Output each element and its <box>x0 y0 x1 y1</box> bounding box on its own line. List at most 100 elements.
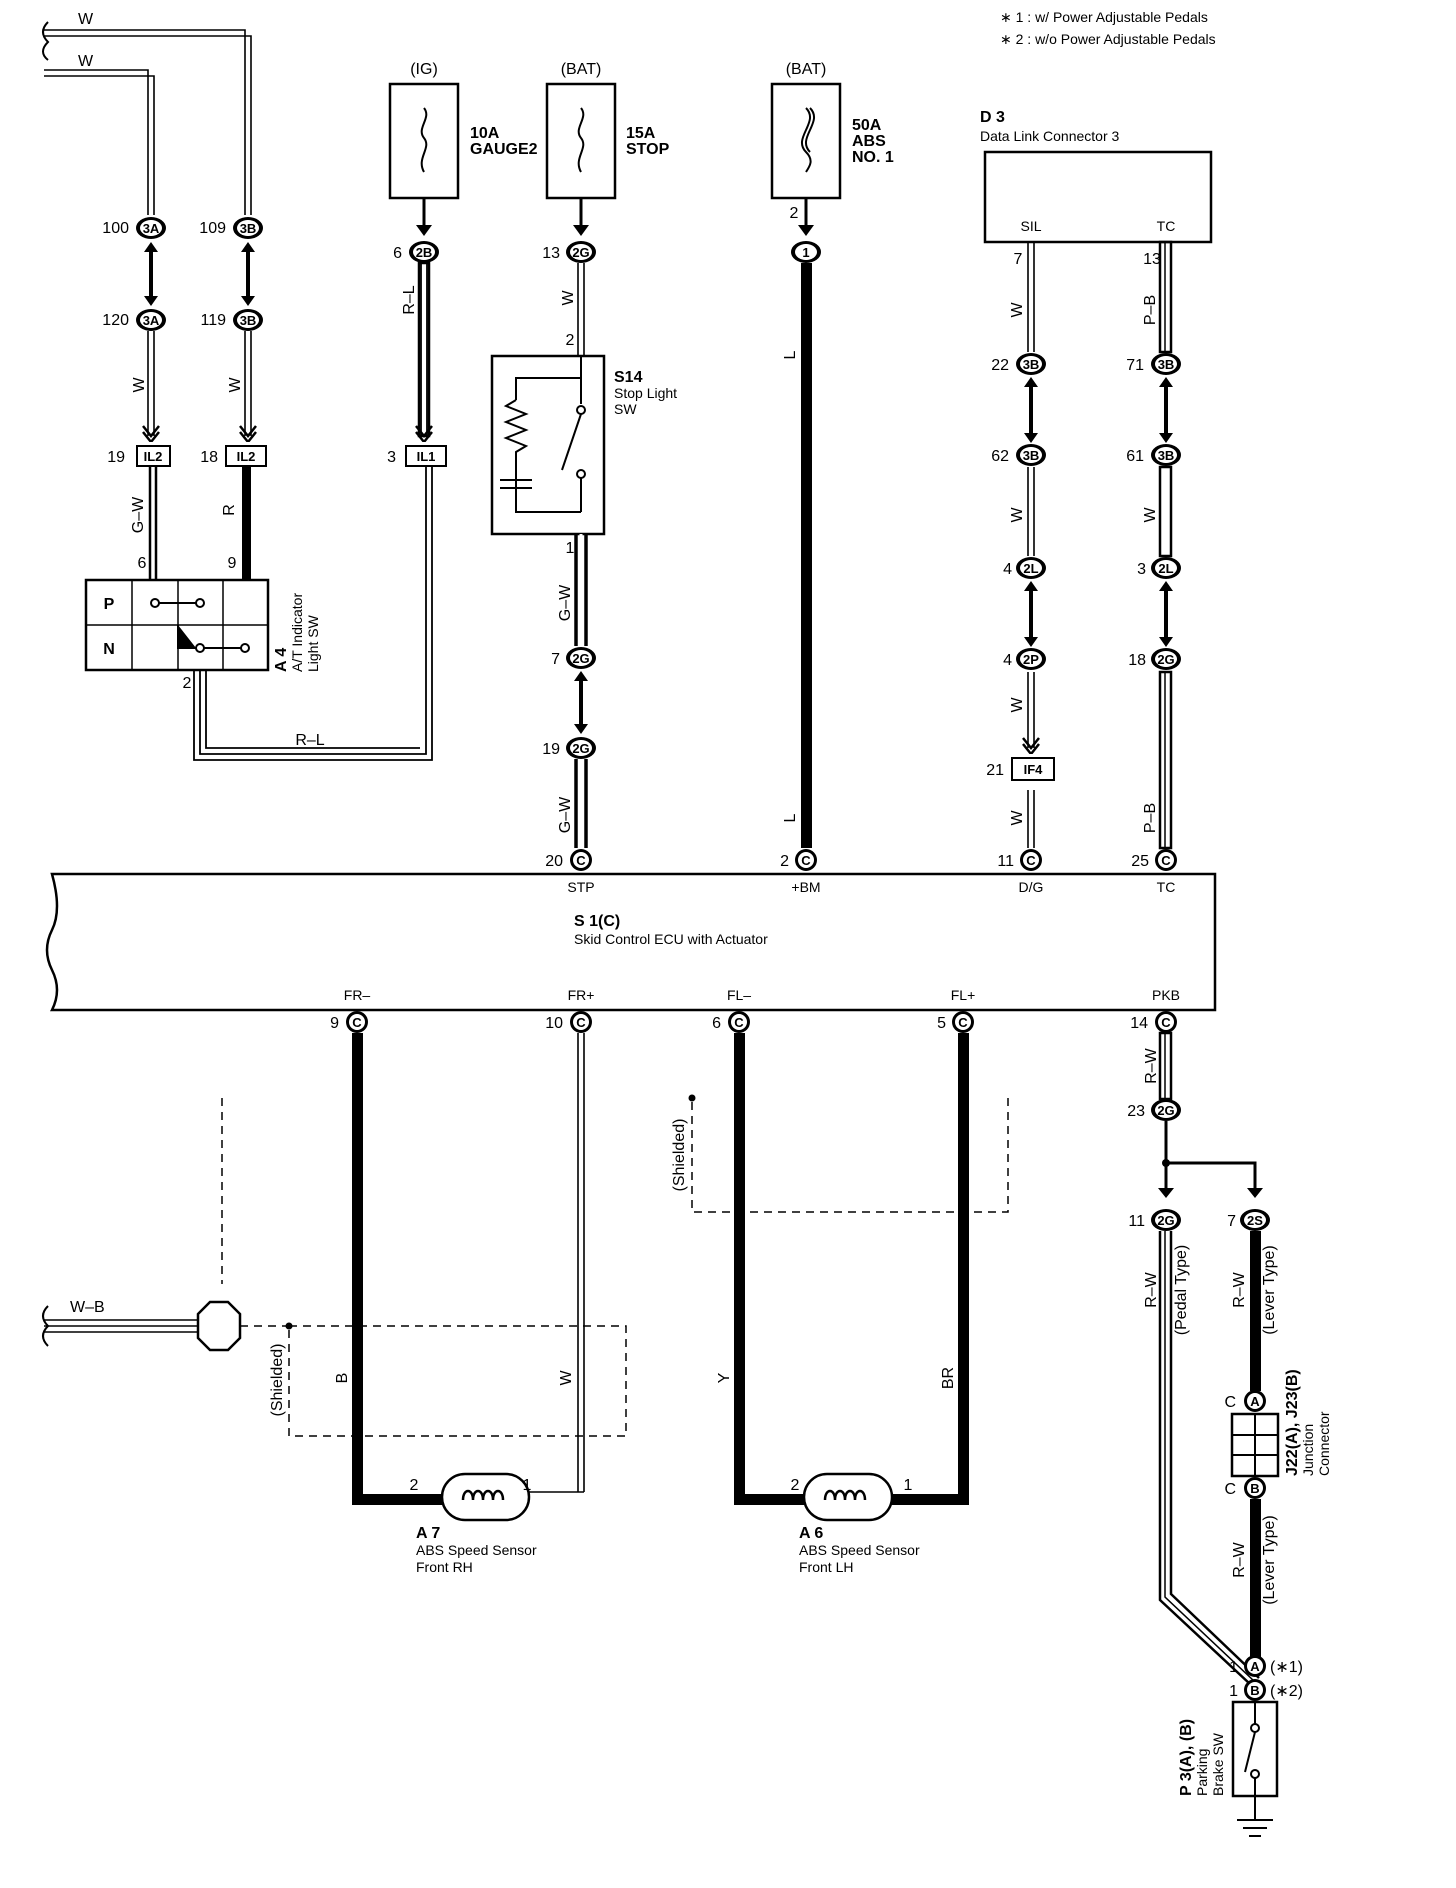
wire-sil <box>1027 242 1035 848</box>
connector-3b-upper: 3B <box>233 217 263 239</box>
pin-109: 109 <box>199 220 226 237</box>
wire-br-end <box>892 1494 969 1505</box>
ecu-term-bm: +BM <box>791 879 820 895</box>
junction-arrows-2g <box>574 671 588 734</box>
jc-name2: Connector <box>1316 1411 1332 1476</box>
connector-2g-23: 2G <box>1151 1099 1181 1121</box>
pin-11b: 11 <box>1128 1213 1145 1230</box>
fuse-rating-50a: 50A <box>852 117 882 134</box>
wire-label-l1: L <box>782 350 799 359</box>
at-indicator-switch <box>84 578 270 672</box>
wire-br <box>958 1033 969 1505</box>
wire-label-wb: W–B <box>70 1299 105 1316</box>
fuse-name-abs: ABS <box>852 133 886 150</box>
fuse-rating-15a: 15A <box>626 125 656 142</box>
connector-2g-19: 2G <box>566 737 596 759</box>
stop-switch-code: S14 <box>614 369 643 386</box>
sensor-lh-name2: Front LH <box>799 1559 853 1575</box>
stop-light-switch <box>490 354 606 536</box>
wire-r-w-lever <box>1250 1231 1261 1391</box>
connector-2g-11: 2G <box>1151 1209 1181 1231</box>
terminal-label: C <box>1161 853 1171 868</box>
pb-name: Parking <box>1194 1749 1210 1796</box>
fuse-source-bat: (BAT) <box>561 61 602 78</box>
pin-6: 6 <box>138 555 147 572</box>
ecu-terminal-fr-minus: C <box>346 1011 368 1033</box>
jc-pin-c1: C <box>1224 1394 1236 1411</box>
ecu-code: S 1(C) <box>574 913 620 930</box>
dlc-pin-sil: SIL <box>1020 218 1041 234</box>
connector-label: IF4 <box>1024 762 1044 777</box>
dlc-code: D 3 <box>980 109 1005 126</box>
connector-if4 <box>1011 757 1055 781</box>
fuse-source-ig: (IG) <box>410 61 438 78</box>
pb-terminal-b: B <box>1244 1679 1266 1701</box>
connector-3a-lower: 3A <box>136 309 166 331</box>
wire-l <box>801 263 812 848</box>
wire-stubs <box>147 331 252 340</box>
ecu-terminal-dg: C <box>1020 849 1042 871</box>
parking-brake-switch <box>1231 1700 1279 1837</box>
pin-1: 1 <box>566 540 575 557</box>
pin-9: 9 <box>228 555 237 572</box>
terminal-label: C <box>958 1015 968 1030</box>
wire-label-pb2: P–B <box>1142 803 1159 833</box>
down-arrow <box>1021 736 1041 754</box>
lever-type-label2: (Lever Type) <box>1261 1515 1278 1605</box>
fuse-abs-no1 <box>770 82 842 200</box>
wire-label-b: B <box>334 1373 351 1384</box>
jc-code: J22(A), J23(B) <box>1284 1369 1301 1476</box>
pin-2e: 2 <box>410 1477 419 1494</box>
wire-label-w4: W <box>227 377 244 393</box>
pin-4: 4 <box>1003 561 1012 578</box>
connector-3b-lower: 3B <box>233 309 263 331</box>
connector-label: 2P <box>1023 652 1039 667</box>
down-arrow <box>141 424 161 442</box>
stop-switch-name: Stop Light <box>614 385 677 401</box>
connector-label: 2B <box>416 245 433 260</box>
ground-point <box>196 1300 242 1352</box>
connector-label: 2L <box>1023 561 1038 576</box>
connector-label: IL2 <box>144 449 163 464</box>
ecu-body <box>45 872 1217 1012</box>
sensor-lh-code: A 6 <box>799 1525 823 1542</box>
ecu-term-fl-minus: FL– <box>727 987 751 1003</box>
pin-5: 5 <box>937 1015 946 1032</box>
ecu-terminal-pkb: C <box>1155 1011 1177 1033</box>
jc-pin-c2: C <box>1224 1481 1236 1498</box>
ecu-term-tc: TC <box>1157 879 1176 895</box>
connector-label: 1 <box>802 245 809 260</box>
connector-2l-3: 2L <box>1151 557 1181 579</box>
connector-2g-13: 2G <box>566 241 596 263</box>
pin-61: 61 <box>1126 448 1144 465</box>
connector-label: IL1 <box>417 449 436 464</box>
at-switch-p: P <box>104 596 115 613</box>
pin-22: 22 <box>991 357 1009 374</box>
terminal-label: C <box>352 1015 362 1030</box>
pin-100: 100 <box>102 220 129 237</box>
note-2: ∗ 2 : w/o Power Adjustable Pedals <box>1000 31 1216 47</box>
connector-2p: 2P <box>1016 648 1046 670</box>
terminal-label: C <box>801 853 811 868</box>
connector-2s: 2S <box>1240 1209 1270 1231</box>
junction-arrows-3b <box>1024 377 1173 443</box>
pb-code: P 3(A), (B) <box>1178 1719 1195 1796</box>
connector-2l-4: 2L <box>1016 557 1046 579</box>
at-switch-n: N <box>103 641 115 658</box>
fuse-rating-10a: 10A <box>470 125 500 142</box>
shield-node <box>688 1094 696 1102</box>
pin-25: 25 <box>1131 853 1149 870</box>
wire-r-w-pedal-core <box>1164 1231 1255 1682</box>
pin-11: 11 <box>997 853 1014 870</box>
wire-label-rw4: R–W <box>1231 1541 1248 1577</box>
connector-il2-a <box>136 445 171 467</box>
connector-il1 <box>405 445 447 467</box>
wire-label-w10: W <box>1009 810 1026 826</box>
pin-21: 21 <box>986 762 1004 779</box>
wire-label-w8: W <box>1142 507 1159 523</box>
pin-19: 19 <box>107 449 125 466</box>
pb-pin-1b: 1 <box>1229 1683 1238 1700</box>
wire-label-pb1: P–B <box>1142 295 1159 325</box>
